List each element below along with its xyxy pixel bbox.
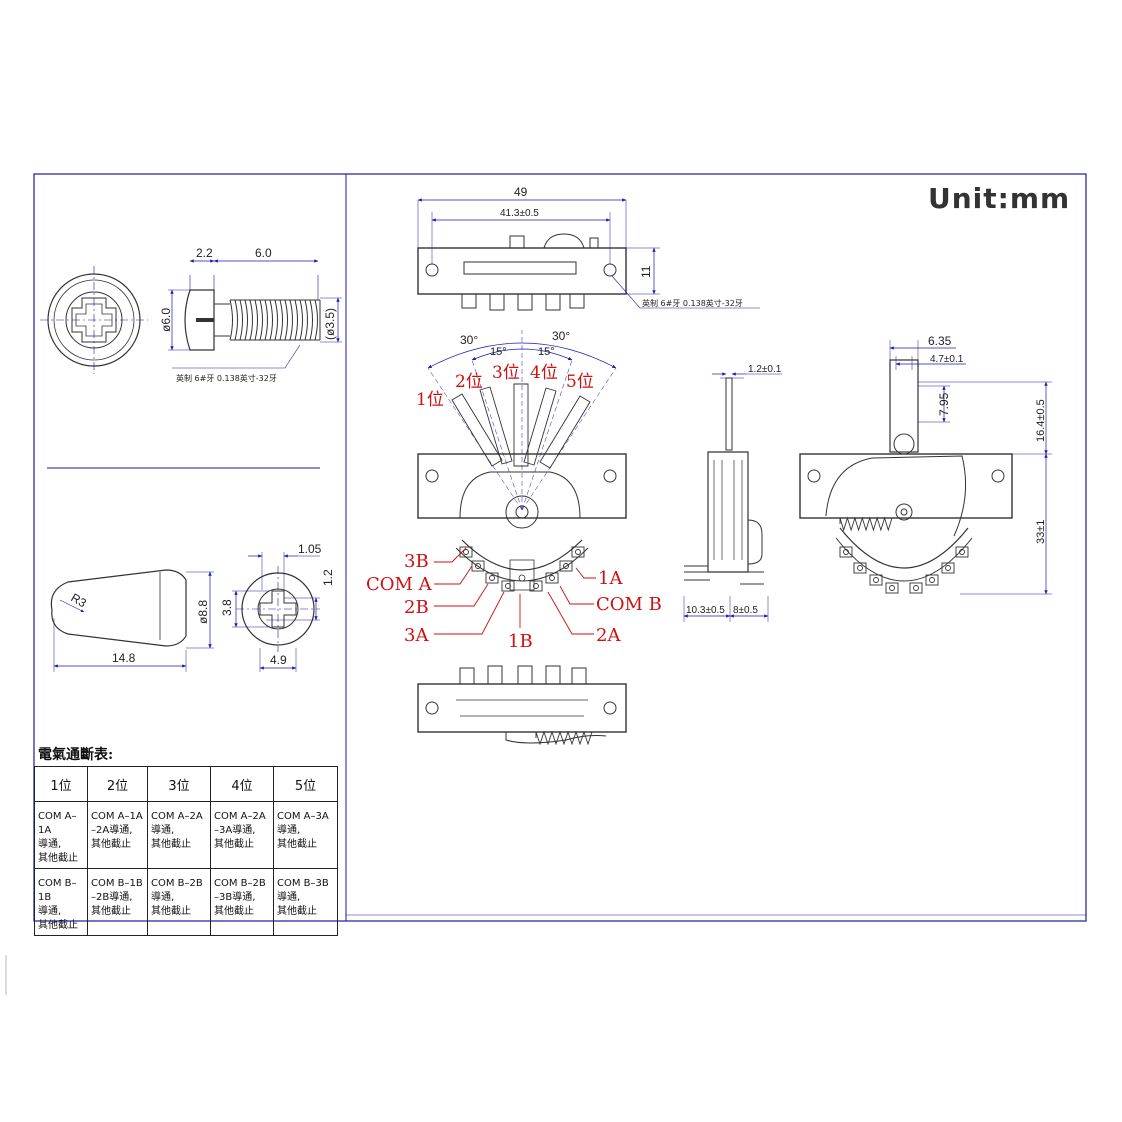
top-hole-spacing: 41.3±0.5	[500, 208, 539, 219]
switch-top-view	[417, 198, 760, 311]
top-note: 英制 6#牙 0.138英寸-32牙	[642, 298, 743, 308]
knob-diameter: ø8.8	[196, 600, 210, 624]
position-label-1: 1位	[416, 390, 444, 410]
screw-head-diameter: ø6.0	[159, 308, 173, 332]
table-header: 4位	[210, 766, 274, 802]
switch-bottom-view	[417, 665, 627, 746]
terminal-2A: 2A	[596, 625, 621, 646]
knob-bottom: 4.9	[270, 653, 287, 667]
table-header: 5位	[273, 766, 338, 802]
screw-side-view	[168, 259, 342, 369]
rear-lever-height: 7.95	[937, 392, 951, 416]
switch-side-view	[683, 372, 782, 622]
terminal-1B: 1B	[508, 631, 533, 652]
screw-end-view	[40, 266, 148, 374]
terminal-3A: 3A	[404, 625, 429, 646]
table-header-row: 1位 2位 3位 4位 5位	[34, 766, 338, 802]
top-height: 11	[639, 265, 653, 278]
terminal-1A: 1A	[598, 568, 623, 589]
position-label-5: 5位	[566, 372, 594, 392]
angle-right: 30°	[552, 329, 570, 343]
screw-thread-diameter: (ø3.5)	[323, 308, 337, 340]
angle-inner-left: 15°	[490, 346, 507, 358]
knob-depth: 1.2	[321, 569, 335, 586]
screw-head-length: 2.2	[196, 246, 213, 260]
knob-end-view	[232, 552, 320, 672]
rear-width-outer: 6.35	[928, 334, 952, 348]
side-base-right: 8±0.5	[733, 605, 758, 616]
top-overall-width: 49	[514, 185, 528, 199]
table-header: 2位	[87, 766, 148, 802]
side-base-left: 10.3±0.5	[686, 605, 725, 616]
screw-note: 英制 6#牙 0.138英寸-32牙	[176, 373, 277, 383]
position-label-3: 3位	[492, 363, 520, 383]
rear-width-inner: 4.7±0.1	[930, 354, 964, 365]
angle-inner-right: 15°	[538, 346, 555, 358]
switch-front-view	[417, 330, 627, 592]
rear-top-height: 16.4±0.5	[1035, 399, 1047, 442]
terminal-COM-B: COM B	[596, 594, 662, 615]
table-header: 1位	[34, 766, 88, 802]
knob-side-view	[50, 569, 214, 672]
terminal-leader-lines	[434, 547, 596, 635]
table-cell: COM A–2A–3A導通,其他截止	[210, 801, 274, 869]
screw-thread-length: 6.0	[255, 246, 272, 260]
knob-slot-width: 3.8	[220, 599, 234, 616]
table-header: 3位	[147, 766, 211, 802]
switch-rear-view	[799, 340, 1052, 595]
table-cell: COM B–2B–3B導通,其他截止	[210, 868, 274, 936]
angle-left: 30°	[460, 333, 478, 347]
knob-radius: R3	[69, 590, 90, 610]
table-cell: COM A–1A–2A導通,其他截止	[87, 801, 148, 869]
knob-offset: 1.05	[298, 542, 322, 556]
side-lever-width: 1.2±0.1	[748, 364, 782, 375]
position-label-2: 2位	[455, 372, 483, 392]
rear-body-height: 33±1	[1035, 520, 1047, 544]
table-title: 電氣通斷表:	[38, 747, 114, 763]
table-cell: COM B–1B–2B導通,其他截止	[87, 868, 148, 936]
position-label-4: 4位	[530, 363, 558, 383]
terminal-2B: 2B	[404, 597, 429, 618]
terminal-COM-A: COM A	[366, 574, 433, 595]
knob-length: 14.8	[112, 651, 136, 665]
terminal-3B: 3B	[404, 551, 429, 572]
unit-label: Unit:mm	[928, 182, 1071, 215]
sheet-frame	[5, 173, 1087, 995]
